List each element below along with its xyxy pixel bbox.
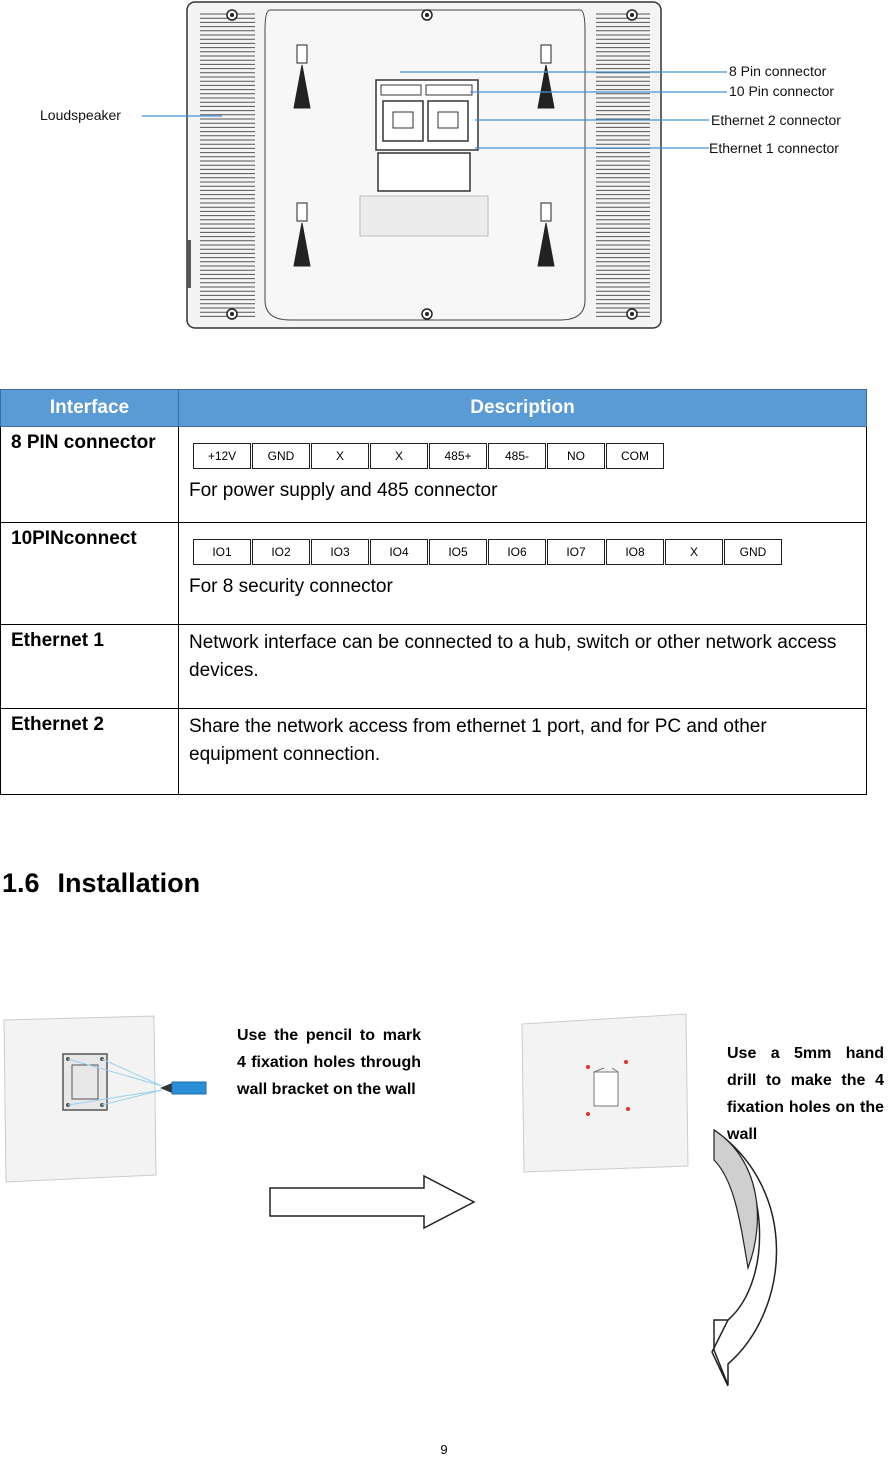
pin-label: 485- <box>488 443 546 469</box>
section-title: Installation <box>57 868 201 898</box>
description-cell: Network interface can be connected to a … <box>178 624 867 709</box>
description-text: For power supply and 485 connector <box>189 480 498 501</box>
installation-step1-text: Use the pencil to mark 4 fixation holes … <box>237 1027 421 1098</box>
pin-label: IO5 <box>429 539 487 565</box>
installation-drawing <box>3 1013 778 1387</box>
callout-ethernet-2-connector: Ethernet 2 connector <box>711 112 841 128</box>
callout-8-pin-connector: 8 Pin connector <box>729 63 827 79</box>
pin-label: IO2 <box>252 539 310 565</box>
installation-figure: Use the pencil to mark 4 fixation holes … <box>0 1010 888 1390</box>
pin-label: X <box>665 539 723 565</box>
pin-label: GND <box>724 539 782 565</box>
interface-table: Interface Description 8 PIN connector +1… <box>0 389 867 795</box>
table-row-ethernet2: Ethernet 2 Share the network access from… <box>0 708 867 795</box>
table-row-ethernet1: Ethernet 1 Network interface can be conn… <box>0 624 867 709</box>
callout-loudspeaker: Loudspeaker <box>40 107 121 123</box>
device-back-panel-figure: Loudspeaker 8 Pin connector 10 Pin conne… <box>0 0 888 350</box>
section-number: 1.6 <box>2 868 40 898</box>
interface-cell: Ethernet 1 <box>0 624 179 709</box>
interface-cell: Ethernet 2 <box>0 708 179 795</box>
pin-label: +12V <box>193 443 251 469</box>
callout-10-pin-connector: 10 Pin connector <box>729 83 835 99</box>
pin-label: 485+ <box>429 443 487 469</box>
section-heading: 1.6 Installation <box>2 868 200 899</box>
callout-ethernet-1-connector: Ethernet 1 connector <box>709 140 839 156</box>
pin-label: GND <box>252 443 310 469</box>
interface-cell: 10PINconnect <box>0 522 179 625</box>
pin-label: X <box>370 443 428 469</box>
header-interface: Interface <box>0 389 179 427</box>
table-header-row: Interface Description <box>0 389 867 427</box>
pin-label: X <box>311 443 369 469</box>
description-text: For 8 security connector <box>189 576 393 597</box>
description-cell: Share the network access from ethernet 1… <box>178 708 867 795</box>
pin-label: IO4 <box>370 539 428 565</box>
pin-label: IO3 <box>311 539 369 565</box>
interface-cell: 8 PIN connector <box>0 426 179 523</box>
pin-label: IO6 <box>488 539 546 565</box>
pin-label: NO <box>547 443 605 469</box>
pin-label: IO1 <box>193 539 251 565</box>
pin-label: COM <box>606 443 664 469</box>
pin-label: IO8 <box>606 539 664 565</box>
installation-step2-text: Use a 5mm hand drill to make the 4 fixat… <box>727 1045 884 1143</box>
page-number: 9 <box>440 1442 448 1457</box>
header-description: Description <box>178 389 867 427</box>
device-back-panel-drawing <box>142 1 727 329</box>
pin-label: IO7 <box>547 539 605 565</box>
